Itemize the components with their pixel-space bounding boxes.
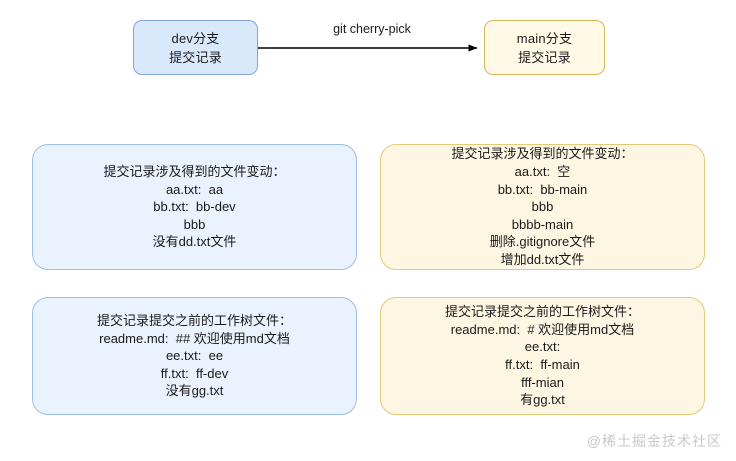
main-changes-line-1: 提交记录涉及得到的文件变动：: [451, 146, 634, 162]
main-changes-line-3: bb.txt: bb-main: [497, 181, 588, 197]
main-worktree-line-3: ee.txt:: [524, 339, 561, 355]
main-changes-line-5: bbbb-main: [511, 216, 574, 232]
dev-worktree-panel: 提交记录提交之前的工作树文件： readme.md: ## 欢迎使用md文档 e…: [32, 297, 357, 415]
main-worktree-line-4: ff.txt: ff-main: [505, 357, 580, 372]
main-changes-line-6: 删除.gitignore文件: [489, 234, 596, 250]
main-changes-line-7: 增加dd.txt文件: [500, 251, 585, 267]
dev-worktree-line-5: 没有gg.txt: [165, 383, 224, 399]
main-commit-changes-panel: 提交记录涉及得到的文件变动： aa.txt: 空 bb.txt: bb-main…: [380, 144, 705, 270]
dev-changes-line-3: bb.txt: bb-dev: [153, 199, 236, 215]
dev-changes-line-4: bbb: [183, 216, 206, 232]
cherry-pick-arrow-icon: [258, 44, 478, 52]
main-worktree-panel: 提交记录提交之前的工作树文件： readme.md: # 欢迎使用md文档 ee…: [380, 297, 705, 415]
dev-worktree-line-2: readme.md: ## 欢迎使用md文档: [99, 330, 290, 346]
dev-changes-line-5: 没有dd.txt文件: [152, 234, 237, 250]
dev-branch-node[interactable]: dev分支 提交记录: [133, 20, 258, 75]
dev-branch-line-2: 提交记录: [169, 49, 222, 65]
main-changes-line-2: aa.txt: 空: [514, 164, 571, 180]
dev-commit-changes-panel: 提交记录涉及得到的文件变动： aa.txt: aa bb.txt: bb-dev…: [32, 144, 357, 270]
dev-changes-line-1: 提交记录涉及得到的文件变动：: [103, 164, 286, 180]
dev-worktree-line-3: ee.txt: ee: [165, 348, 224, 364]
dev-worktree-line-4: ff.txt: ff-dev: [160, 365, 229, 381]
dev-changes-line-2: aa.txt: aa: [165, 181, 224, 197]
main-changes-line-4: bbb: [531, 199, 554, 215]
main-branch-line-1: main分支: [516, 30, 573, 46]
main-branch-line-2: 提交记录: [518, 49, 571, 65]
dev-worktree-line-1: 提交记录提交之前的工作树文件：: [96, 313, 292, 329]
dev-branch-line-1: dev分支: [171, 30, 220, 46]
main-worktree-line-6: 有gg.txt: [520, 392, 565, 408]
main-worktree-line-1: 提交记录提交之前的工作树文件：: [444, 304, 640, 320]
main-branch-node[interactable]: main分支 提交记录: [484, 20, 605, 75]
cherry-pick-edge-label: git cherry-pick: [333, 22, 411, 36]
watermark-text: @稀土掘金技术社区: [586, 433, 722, 449]
main-worktree-line-5: fff-mian: [521, 374, 564, 390]
main-worktree-line-2: readme.md: # 欢迎使用md文档: [450, 321, 635, 337]
